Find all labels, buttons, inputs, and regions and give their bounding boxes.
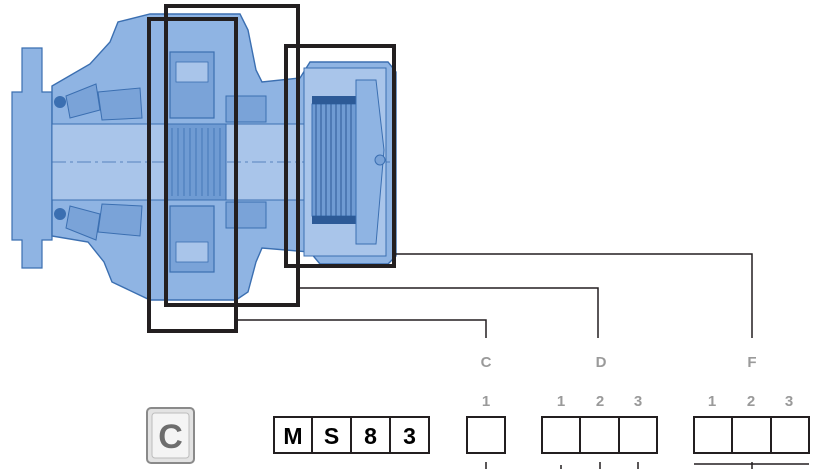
frame-section-f: [284, 44, 396, 268]
leader-line-f: [394, 253, 753, 338]
model-code-char-3: 8: [364, 423, 377, 449]
option-boxes-d: [541, 416, 658, 454]
group-f-label: F: [747, 354, 756, 371]
group-d-position-1: 1: [557, 393, 565, 410]
brake-disc-pack: [311, 103, 357, 217]
bottom-ticks: [485, 462, 809, 469]
group-c-position-1: 1: [482, 393, 490, 410]
c-badge-letter: C: [158, 418, 183, 456]
c-badge: C: [146, 407, 195, 464]
model-code-boxes: M S 8 3: [273, 416, 430, 454]
frame-section-d: [164, 4, 300, 307]
group-d-label: D: [596, 354, 607, 371]
bearing-lower-left: [54, 208, 66, 220]
model-code-char-4: 3: [403, 423, 416, 449]
motor-cross-section: [11, 13, 397, 301]
model-code-char-2: S: [324, 423, 339, 449]
option-box-c1: [466, 416, 506, 454]
group-f-position-2: 2: [747, 393, 755, 410]
leader-line-c: [236, 319, 487, 338]
option-boxes-f: [693, 416, 810, 454]
group-f-position-3: 3: [785, 393, 793, 410]
brake-center-plug: [374, 154, 386, 166]
mounting-flange: [11, 47, 53, 269]
bearing-upper-left: [54, 96, 66, 108]
option-boxes-c: [466, 416, 506, 454]
model-code-char-1: M: [283, 423, 302, 449]
group-c-label: C: [481, 354, 492, 371]
leader-lines: [236, 253, 753, 338]
group-f-position-1: 1: [708, 393, 716, 410]
section-frames: [147, 4, 396, 333]
leader-line-d: [298, 287, 599, 338]
group-d-position-2: 2: [596, 393, 604, 410]
frame-section-c: [147, 17, 238, 333]
group-d-position-3: 3: [634, 393, 642, 410]
